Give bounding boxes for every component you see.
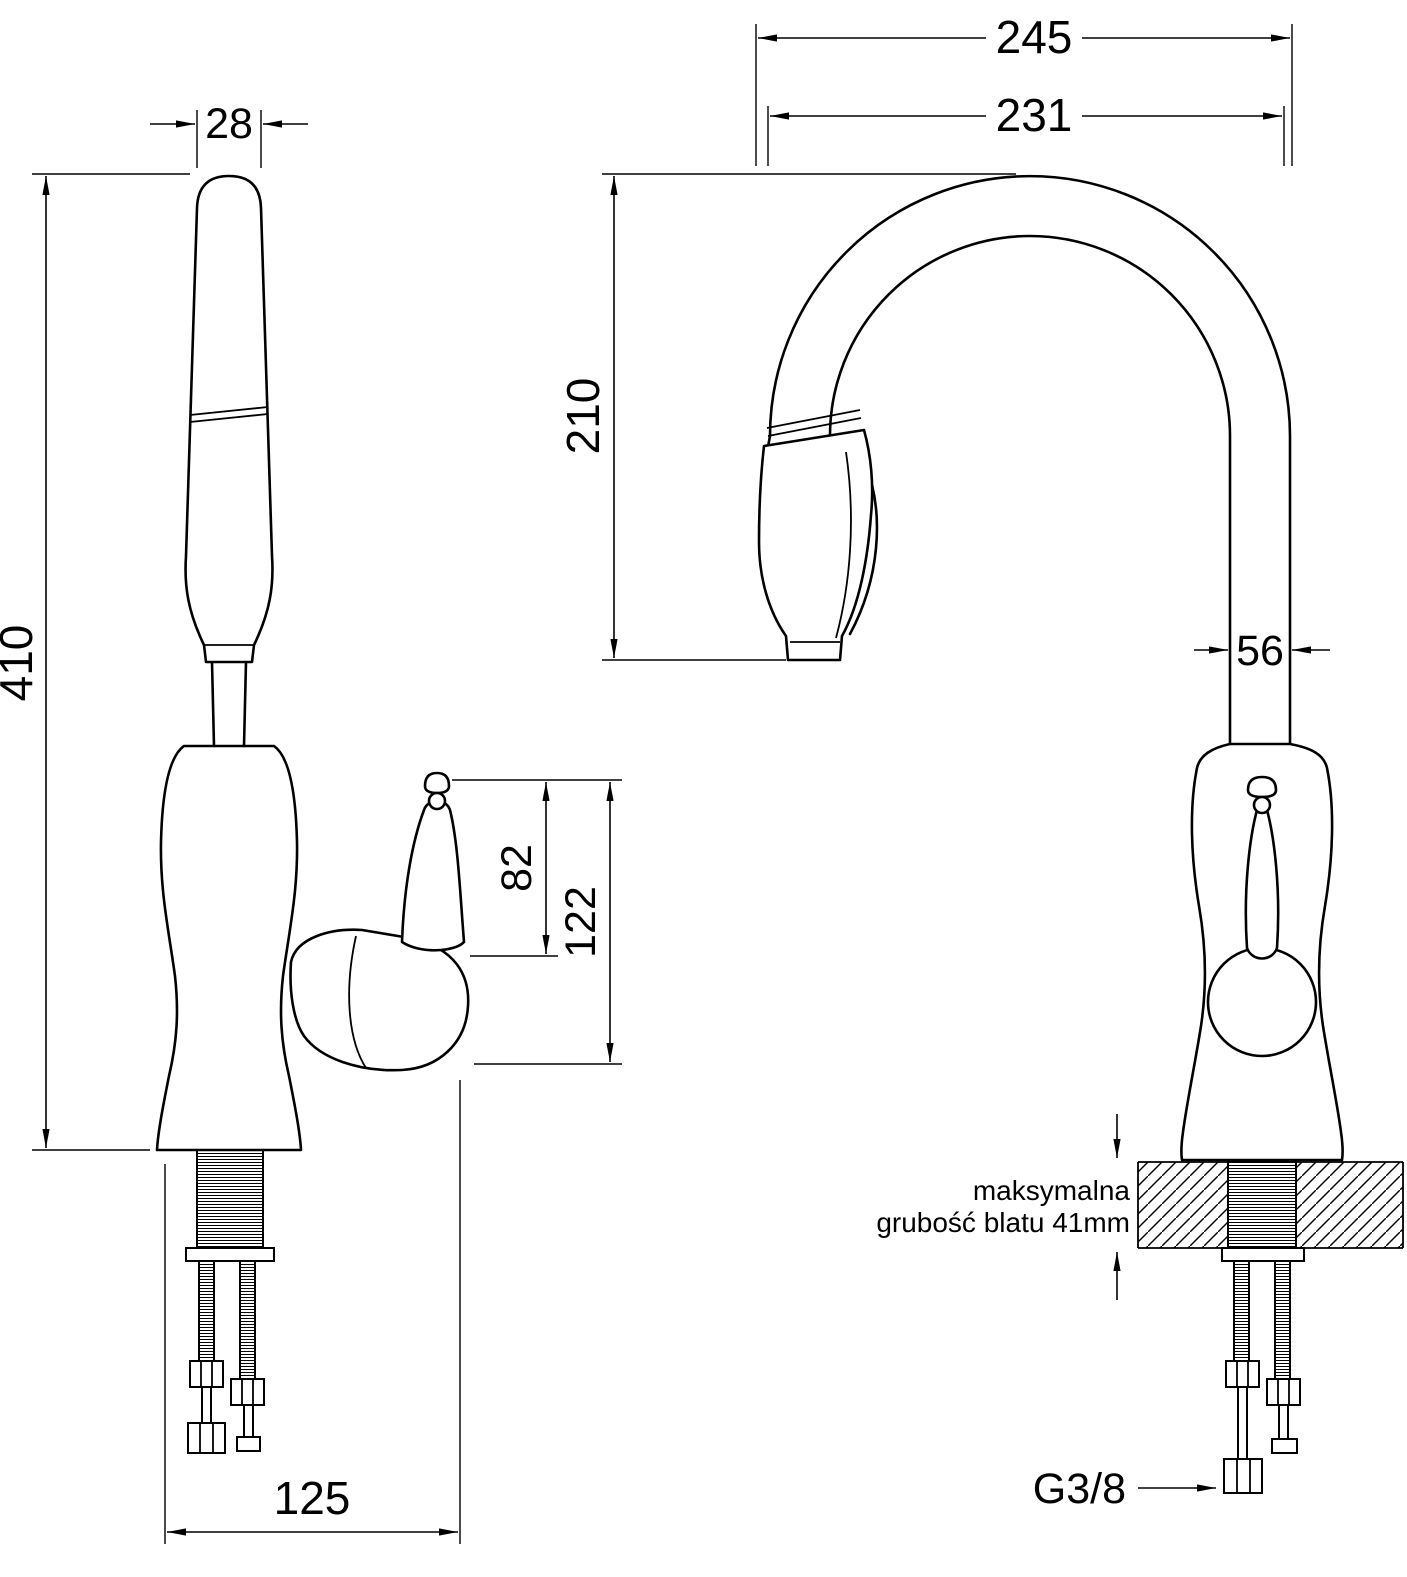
left-view-dimensions: 28 410 82 122 125 [0, 100, 622, 1544]
handle-base-circle-front [1206, 946, 1318, 1058]
hex-nut-d [1266, 1378, 1301, 1406]
dimension-label-overall-width: 245 [996, 11, 1073, 63]
hose-end-nut-a [187, 1422, 226, 1454]
dimension-label-handle-total: 122 [557, 886, 605, 958]
spout-outline-side [184, 174, 274, 664]
dimension-label-spout-reach: 231 [996, 89, 1073, 141]
hose-end-cap-b [236, 1436, 261, 1452]
countertop-hatch-right [1296, 1162, 1403, 1248]
hex-nut-b-facets [241, 1379, 254, 1405]
extension-line [755, 24, 1293, 166]
hex-nut-c [1225, 1360, 1260, 1388]
extension-line [452, 779, 622, 1065]
countertop-note-line1: maksymalna [973, 1175, 1131, 1206]
handle-knob-cap-front [1246, 775, 1278, 799]
body-outline-side [155, 744, 303, 1152]
extension-line [602, 173, 1016, 661]
hose-end-nut-g38 [1223, 1458, 1263, 1494]
hose-tube-b [243, 1404, 254, 1438]
hose-end-nut-g38-facets [1236, 1459, 1251, 1493]
hose-tube-a [201, 1386, 212, 1424]
dimension-label-base-depth: 125 [274, 1472, 351, 1524]
mounting-plate-side [185, 1247, 275, 1262]
left-view-faucet-drawing [155, 174, 470, 1454]
handle-joint-inner-line [348, 935, 367, 1069]
extension-line [767, 106, 1285, 166]
hex-nut-b [230, 1378, 265, 1406]
threaded-shank-front [1227, 1161, 1297, 1249]
hose-end-cap-d [1271, 1438, 1298, 1454]
mounting-stud-a [198, 1260, 215, 1362]
gooseneck-outer-arc [768, 174, 1292, 746]
spray-head-face-line [835, 451, 852, 639]
threaded-shank-side [196, 1149, 264, 1249]
spray-head-seam-lines [766, 409, 862, 437]
countertop-note-line2: grubość blatu 41mm [876, 1207, 1130, 1238]
dimension-label-spout-clearance: 210 [557, 378, 609, 455]
right-view-dimensions: 245 231 210 56 maksymalna grubość blatu … [557, 11, 1330, 1513]
countertop-hatch-left [1138, 1162, 1228, 1248]
mounting-stud-c [1233, 1260, 1250, 1362]
hex-nut-a [189, 1360, 224, 1388]
spout-seam-lines [189, 406, 269, 423]
hose-tube-c [1237, 1386, 1248, 1460]
mounting-stud-d [1274, 1260, 1291, 1380]
handle-lever-side [400, 799, 466, 952]
dimension-label-thread: G3/8 [1033, 1465, 1126, 1513]
gooseneck-inner-arc [828, 234, 1232, 746]
hose-end-nut-a-facets [199, 1423, 214, 1453]
hex-nut-a-facets [200, 1361, 213, 1387]
handle-knob-ball-side [427, 791, 447, 811]
extension-line [32, 173, 190, 1151]
hex-nut-d-facets [1277, 1379, 1290, 1405]
dimension-label-handle-upper: 82 [493, 844, 541, 892]
hose-tube-d [1278, 1404, 1289, 1440]
extension-line [196, 110, 262, 168]
dimension-label-top-width: 28 [205, 100, 253, 148]
hex-nut-c-facets [1236, 1361, 1249, 1387]
mounting-stud-b [239, 1260, 256, 1380]
right-view-faucet-drawing [757, 174, 1404, 1494]
mounting-plate-front [1221, 1247, 1305, 1262]
handle-knob-ball-front [1252, 795, 1272, 815]
handle-knob-cap-side [423, 771, 451, 795]
neck-lines-side [210, 660, 248, 748]
dimension-label-total-height: 410 [0, 625, 42, 702]
extension-line [164, 1080, 461, 1544]
dimension-label-column-width: 56 [1236, 627, 1284, 675]
handle-joint-side [289, 928, 470, 1072]
